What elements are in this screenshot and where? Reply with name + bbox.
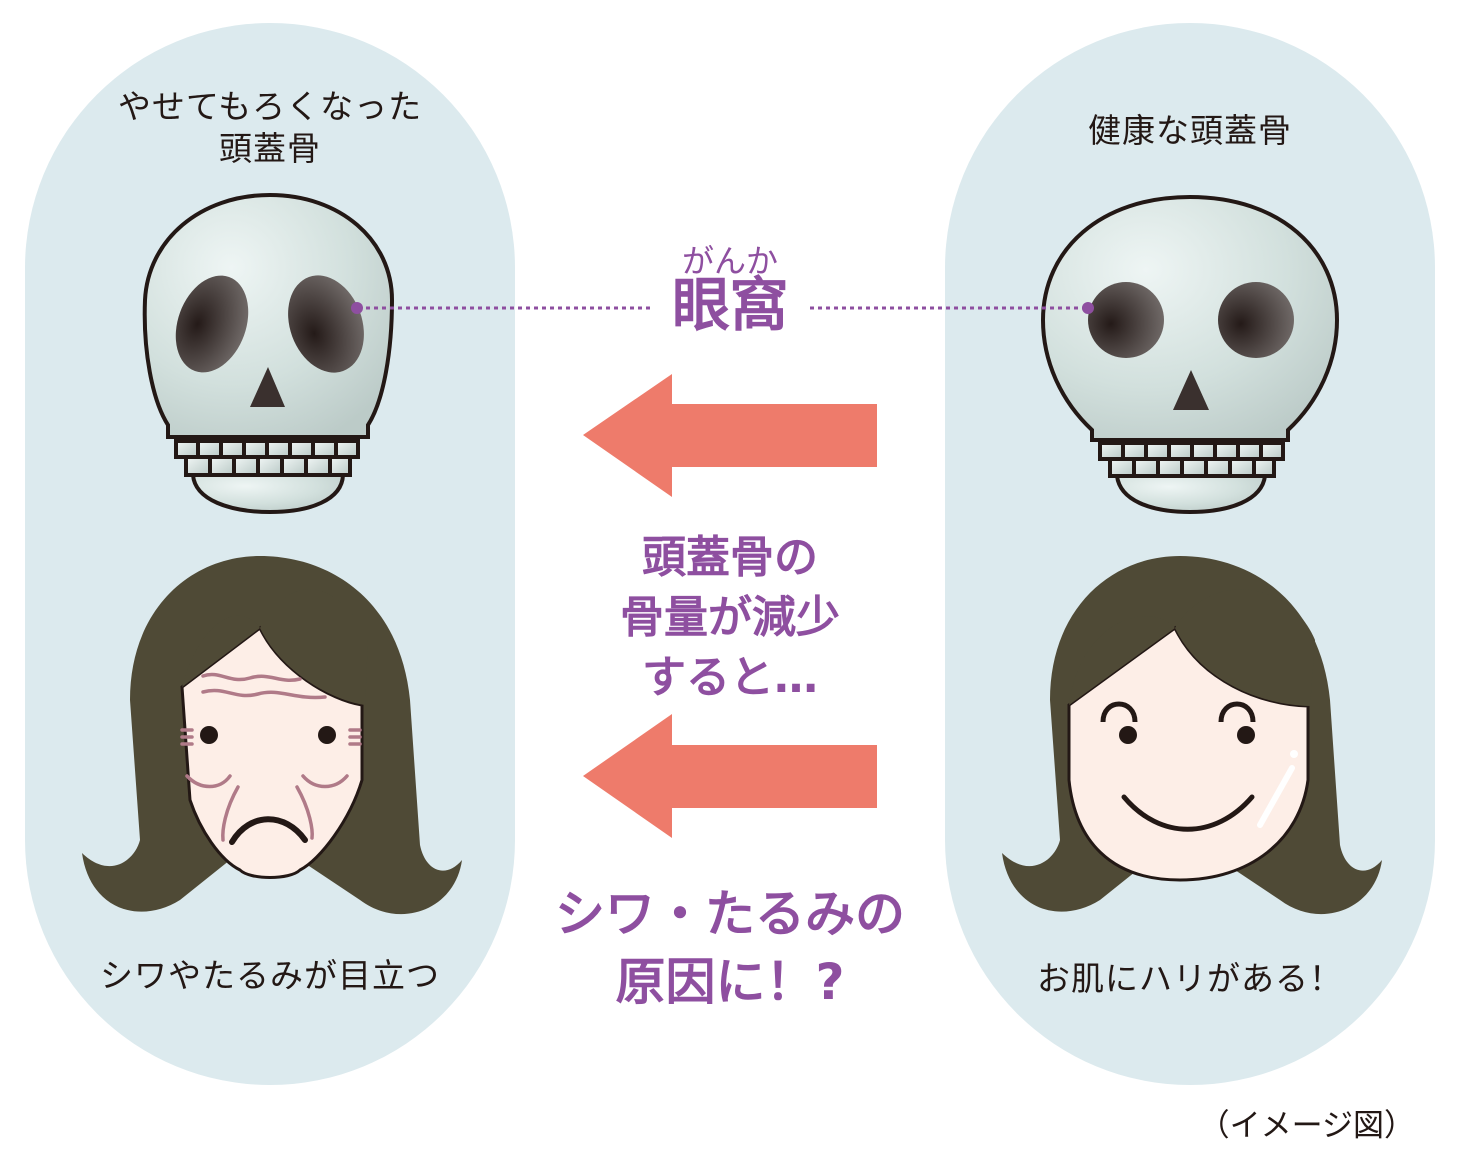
right-face-caption: お肌にハリがある！: [1037, 959, 1343, 998]
image-caption: （イメージ図）: [1198, 1108, 1415, 1144]
conclusion-line1: シワ・たるみの: [555, 885, 905, 943]
right-panel-title: 健康な頭蓋骨: [1088, 111, 1292, 150]
bone-loss-explanation: 頭蓋骨の 骨量が減少 すると…: [560, 528, 900, 708]
left-panel-title: やせてもろくなった 頭蓋骨: [25, 86, 515, 170]
explanation-line2: 骨量が減少: [620, 592, 840, 643]
conclusion-text: シワ・たるみの 原因に！?: [500, 880, 960, 1016]
orbit-pointer-lines: [351, 302, 1094, 314]
left-title-line1: やせてもろくなった: [117, 87, 423, 126]
explanation-line3: すると…: [642, 652, 818, 703]
healthy-skull-icon: [1040, 194, 1340, 515]
explanation-line1: 頭蓋骨の: [642, 532, 818, 583]
smiling-face-icon: [1002, 556, 1382, 915]
wrinkled-face-icon: [82, 556, 462, 915]
orbit-ruby-reading: がんか: [681, 242, 778, 280]
left-arrow-icon-top: [583, 374, 877, 497]
left-title-line2: 頭蓋骨: [219, 129, 321, 168]
orbit-label: 眼窩: [671, 271, 788, 339]
left-arrow-icon-bottom: [583, 714, 877, 838]
left-face-caption: シワやたるみが目立つ: [100, 956, 440, 995]
conclusion-line2: 原因に！?: [615, 953, 845, 1011]
fragile-skull-icon: [142, 192, 395, 515]
